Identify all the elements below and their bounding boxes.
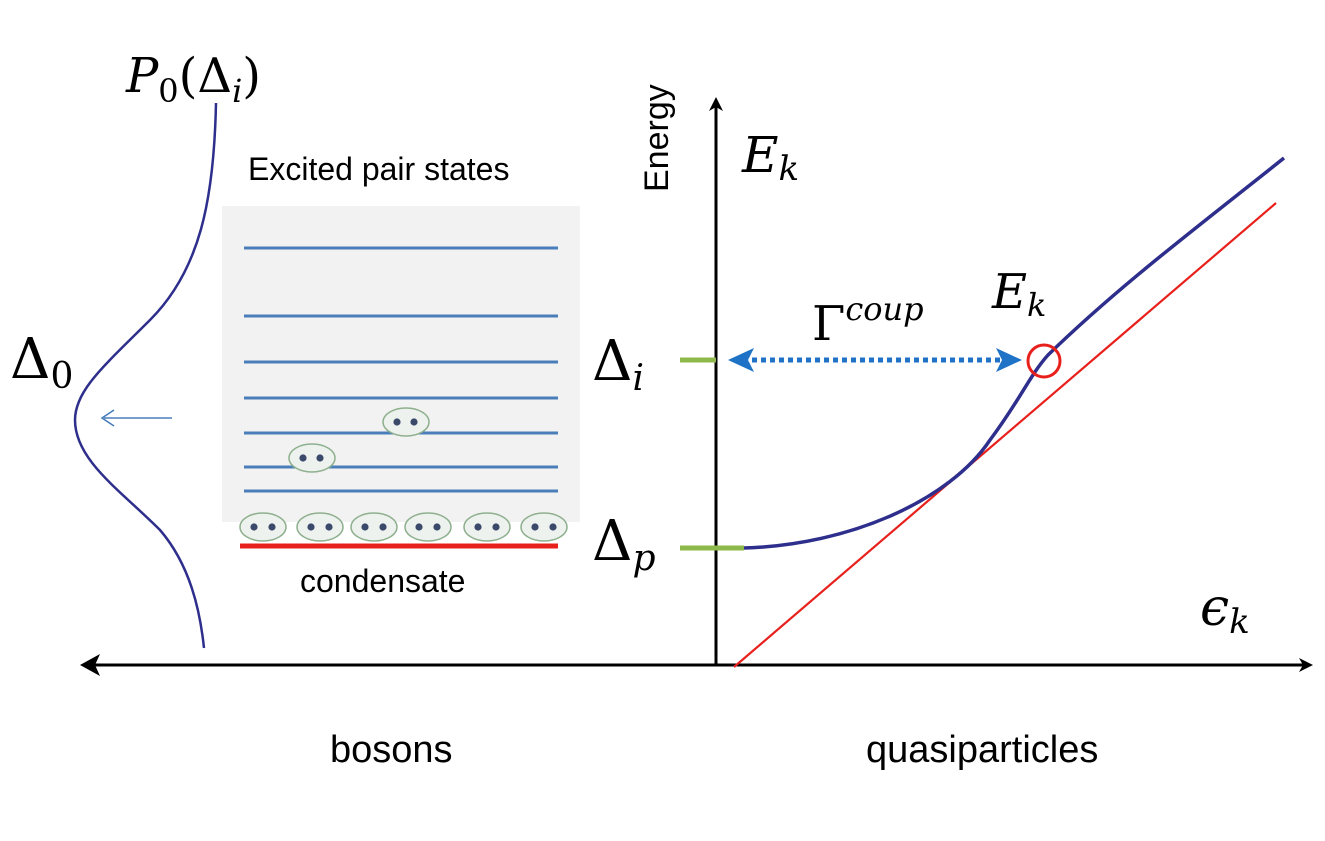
ek-resonance-label: Ek [991, 264, 1046, 324]
condensate-pairs [239, 512, 568, 542]
condensate-pair-icon [463, 512, 511, 542]
quasiparticle-dispersion-curve [743, 156, 1286, 550]
bosons-label: bosons [330, 729, 453, 771]
condensate-pair-icon [520, 512, 568, 542]
gamma-coup-label: Γcoup [812, 290, 924, 352]
delta0-label: Δ0 [10, 327, 73, 397]
condensate-pair-icon [296, 512, 344, 542]
energy-axis-label: Energy [638, 84, 676, 192]
condensate-pair-icon [239, 512, 287, 542]
delta-i-label: Δi [592, 329, 644, 399]
free-dispersion-line [733, 202, 1277, 668]
ek-axis-label: Ek [741, 126, 799, 189]
excited-pair-states-label: Excited pair states [248, 151, 509, 187]
excited-pair-icon [382, 407, 430, 437]
delta-p-label: Δp [592, 509, 656, 579]
coupling-arrow-left-head-icon [728, 348, 754, 372]
horizontal-axis-left-arrowhead-icon [80, 654, 100, 676]
condensate-pair-icon [404, 512, 452, 542]
condensate-label: condensate [300, 563, 465, 599]
excited-pair-icon [288, 443, 336, 473]
quasiparticles-label: quasiparticles [866, 729, 1098, 771]
excited-states-panel [222, 206, 580, 522]
distribution-curve [73, 102, 218, 649]
epsilon-k-label: ϵk [1200, 578, 1250, 642]
shift-arrow-head-icon [100, 409, 115, 427]
coupling-arrow-right-head-icon [996, 348, 1022, 372]
p0-distribution-label: P0(Δi) [125, 48, 261, 110]
condensate-pair-icon [350, 512, 398, 542]
resonance-circle-icon [1026, 343, 1062, 379]
